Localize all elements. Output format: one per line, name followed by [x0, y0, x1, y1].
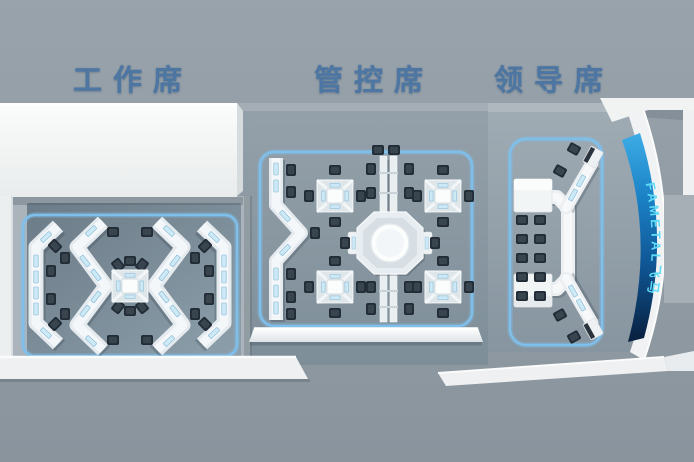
work-zone-room	[0, 103, 310, 382]
control-zone-front-wall	[249, 327, 483, 346]
central-desk-column	[340, 145, 440, 323]
desk-pod	[315, 178, 356, 215]
zone-title-leader: 领导席	[493, 65, 615, 97]
leader-zone-desks	[513, 142, 603, 345]
banner-panel	[622, 133, 658, 342]
curved-wall	[626, 100, 666, 360]
desk-pod	[423, 178, 464, 215]
zone-title-control: 管控席	[313, 65, 435, 97]
desk-pod	[423, 269, 464, 306]
right-outer-wall	[683, 109, 694, 196]
leader-zone	[507, 139, 603, 345]
bottom-right-wall	[437, 351, 694, 386]
top-right-wall	[600, 98, 694, 122]
control-zone	[249, 145, 694, 386]
left-wall	[0, 196, 13, 379]
right-wall-and-banner: FAMETAL飞马	[600, 98, 694, 361]
desk-pod	[315, 269, 356, 306]
zone-title-work: 工作席	[72, 65, 194, 97]
top-left-wall-block	[0, 103, 237, 197]
desk-pod	[110, 268, 151, 305]
control-zone-desks	[269, 145, 474, 323]
bottom-left-wall	[0, 355, 310, 382]
right-outer-floor	[664, 195, 694, 303]
